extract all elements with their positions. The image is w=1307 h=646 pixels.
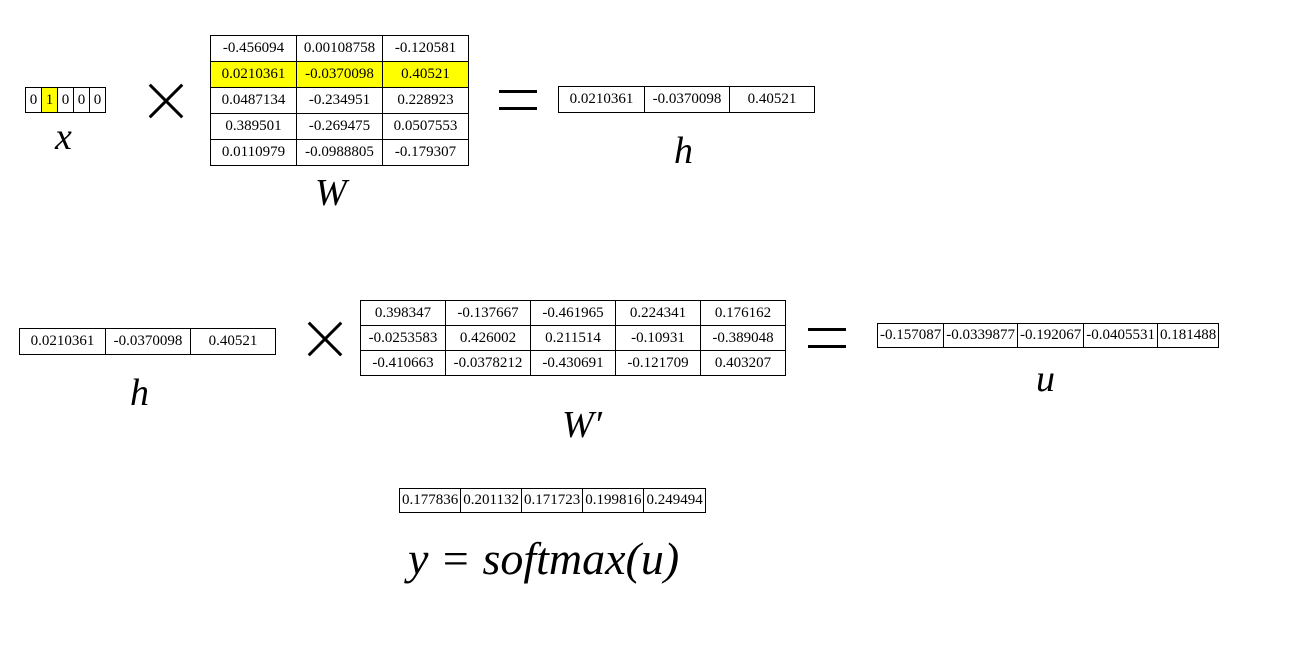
w-prime-cell: 0.398347 (360, 300, 446, 326)
multiply-operator-1 (148, 83, 184, 119)
h-cell: 0.40521 (190, 328, 276, 355)
w-prime-cell: -0.389048 (700, 325, 786, 351)
h-vector-result: 0.0210361 -0.0370098 0.40521 (558, 86, 815, 113)
h-vector-input: 0.0210361 -0.0370098 0.40521 (19, 328, 276, 355)
w-prime-cell: 0.224341 (615, 300, 701, 326)
y-cell: 0.249494 (643, 488, 706, 513)
y-cell: 0.199816 (582, 488, 645, 513)
w-cell: 0.0210361 (210, 61, 297, 88)
w-prime-cell: 0.211514 (530, 325, 616, 351)
w-prime-cell: -0.410663 (360, 350, 446, 376)
w-prime-cell: 0.403207 (700, 350, 786, 376)
h-cell: 0.40521 (729, 86, 815, 113)
u-vector: -0.157087 -0.0339877 -0.192067 -0.040553… (876, 323, 1220, 348)
x-vector: 0 1 0 0 0 (25, 87, 106, 113)
w-prime-cell: -0.461965 (530, 300, 616, 326)
w-cell: 0.0487134 (210, 87, 297, 114)
w-cell: -0.456094 (210, 35, 297, 62)
x-label: x (55, 116, 72, 158)
y-cell: 0.177836 (398, 488, 462, 513)
w-prime-row: 0.398347 -0.137667 -0.461965 0.224341 0.… (360, 300, 786, 326)
w-prime-cell: -0.430691 (530, 350, 616, 376)
w-prime-cell: -0.137667 (445, 300, 531, 326)
w-row: 0.0110979 -0.0988805 -0.179307 (210, 139, 469, 166)
w-cell: 0.00108758 (296, 35, 383, 62)
w-prime-row: -0.410663 -0.0378212 -0.430691 -0.121709… (360, 350, 786, 376)
equals-operator-1 (499, 90, 537, 110)
h-label-1: h (674, 130, 693, 172)
h-label-2: h (130, 372, 149, 414)
w-row-highlighted: 0.0210361 -0.0370098 0.40521 (210, 61, 469, 88)
x-cell: 0 (89, 87, 106, 113)
softmax-formula: y = softmax(u) (408, 533, 680, 584)
h-cell: 0.0210361 (19, 328, 106, 355)
w-cell: -0.269475 (296, 113, 383, 140)
y-vector: 0.177836 0.201132 0.171723 0.199816 0.24… (398, 488, 706, 513)
u-cell: 0.181488 (1156, 323, 1220, 348)
w-cell: 0.40521 (382, 61, 469, 88)
w-cell: 0.228923 (382, 87, 469, 114)
h-cell: -0.0370098 (644, 86, 730, 113)
y-cell: 0.201132 (460, 488, 522, 513)
w-cell: 0.389501 (210, 113, 297, 140)
w-prime-label: W′ (562, 404, 602, 446)
u-cell: -0.192067 (1016, 323, 1085, 348)
w-cell: -0.0370098 (296, 61, 383, 88)
w-prime-cell: -0.10931 (615, 325, 701, 351)
w-prime-cell: -0.0378212 (445, 350, 531, 376)
w-prime-cell: -0.121709 (615, 350, 701, 376)
w-cell: 0.0507553 (382, 113, 469, 140)
x-cell: 0 (25, 87, 42, 113)
x-cell: 0 (73, 87, 90, 113)
w-prime-cell: 0.426002 (445, 325, 531, 351)
w-row: -0.456094 0.00108758 -0.120581 (210, 35, 469, 62)
w-label: W (315, 172, 347, 214)
u-cell: -0.157087 (876, 323, 945, 348)
x-cell-highlighted: 1 (41, 87, 58, 113)
w-prime-cell: -0.0253583 (360, 325, 446, 351)
w-cell: -0.0988805 (296, 139, 383, 166)
x-cell: 0 (57, 87, 74, 113)
y-cell: 0.171723 (520, 488, 584, 513)
equals-operator-2 (808, 328, 846, 348)
u-cell: -0.0339877 (943, 323, 1018, 348)
w-prime-row: -0.0253583 0.426002 0.211514 -0.10931 -0… (360, 325, 786, 351)
w-row: 0.0487134 -0.234951 0.228923 (210, 87, 469, 114)
w-prime-cell: 0.176162 (700, 300, 786, 326)
w-cell: -0.179307 (382, 139, 469, 166)
u-label: u (1036, 358, 1055, 400)
w-matrix: -0.456094 0.00108758 -0.120581 0.0210361… (210, 35, 469, 166)
multiply-operator-2 (307, 321, 343, 357)
w-cell: 0.0110979 (210, 139, 297, 166)
w-cell: -0.234951 (296, 87, 383, 114)
h-cell: 0.0210361 (558, 86, 645, 113)
w-cell: -0.120581 (382, 35, 469, 62)
u-cell: -0.0405531 (1083, 323, 1158, 348)
w-prime-matrix: 0.398347 -0.137667 -0.461965 0.224341 0.… (360, 300, 786, 376)
h-cell: -0.0370098 (105, 328, 191, 355)
w-row: 0.389501 -0.269475 0.0507553 (210, 113, 469, 140)
